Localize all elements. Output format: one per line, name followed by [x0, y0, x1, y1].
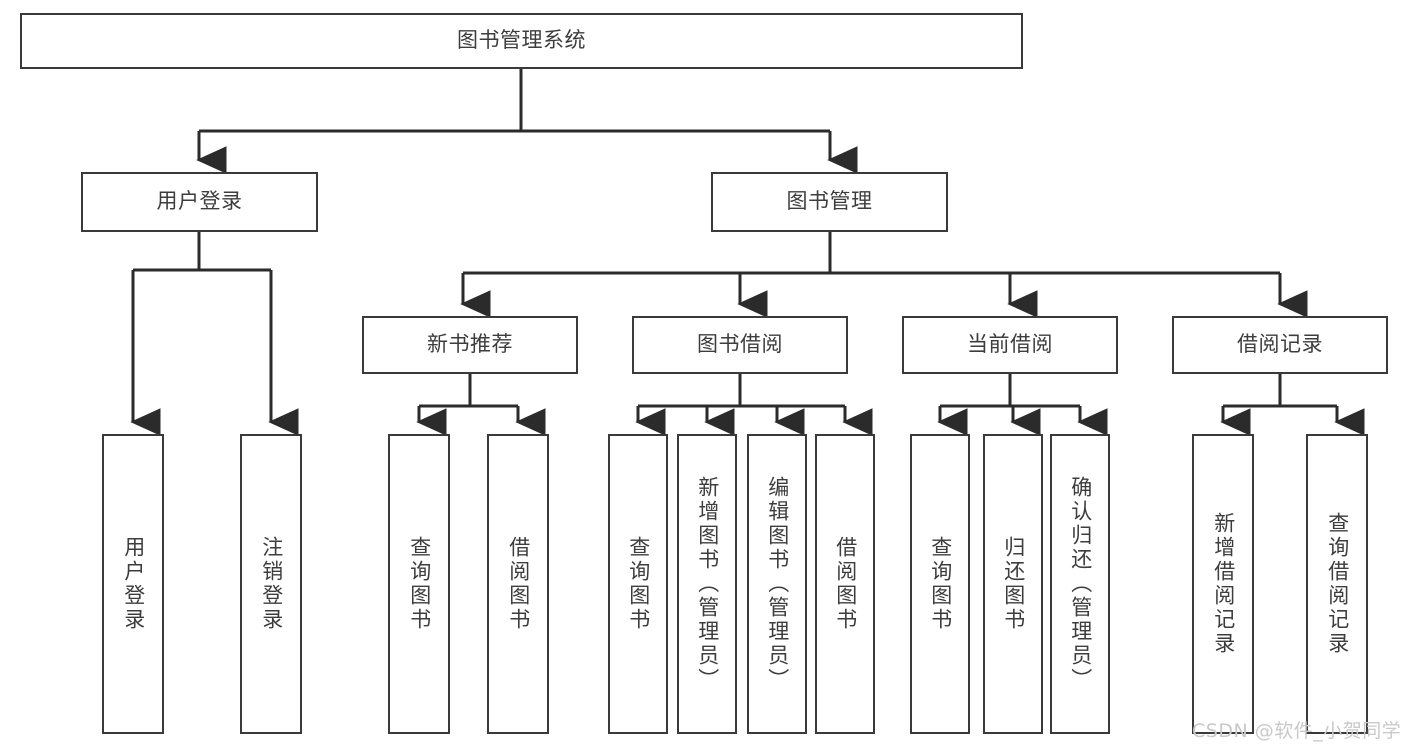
level2-node-1[interactable]: 图书管理	[711, 172, 948, 232]
leaf-node-12[interactable]: 查询借阅记录	[1306, 434, 1368, 734]
level3-node-1[interactable]: 图书借阅	[632, 316, 848, 374]
leaf-node-6[interactable]: 编辑图书（管理员）	[747, 434, 807, 734]
leaf-node-6-label: 编辑图书（管理员）	[765, 476, 790, 692]
leaf-node-12-label: 查询借阅记录	[1325, 512, 1350, 656]
leaf-node-9-label: 归还图书	[1001, 536, 1026, 632]
root-node-system-label: 图书管理系统	[457, 28, 586, 53]
leaf-node-9[interactable]: 归还图书	[983, 434, 1043, 734]
level3-node-3[interactable]: 借阅记录	[1172, 316, 1388, 374]
level3-node-2[interactable]: 当前借阅	[902, 316, 1118, 374]
leaf-node-5[interactable]: 新增图书（管理员）	[677, 434, 737, 734]
leaf-node-3[interactable]: 借阅图书	[487, 434, 549, 734]
root-node-system[interactable]: 图书管理系统	[20, 13, 1023, 69]
leaf-node-11[interactable]: 新增借阅记录	[1192, 434, 1254, 734]
level2-node-0[interactable]: 用户登录	[81, 172, 318, 232]
level3-node-3-label: 借阅记录	[1237, 332, 1323, 357]
leaf-node-1-label: 注销登录	[259, 536, 284, 632]
leaf-node-8-label: 查询图书	[928, 536, 953, 632]
leaf-node-7-label: 借阅图书	[833, 536, 858, 632]
leaf-node-0-label: 用户登录	[121, 536, 146, 632]
leaf-node-10[interactable]: 确认归还（管理员）	[1050, 434, 1110, 734]
leaf-node-7[interactable]: 借阅图书	[815, 434, 875, 734]
leaf-node-5-label: 新增图书（管理员）	[695, 476, 720, 692]
level3-node-2-label: 当前借阅	[967, 332, 1053, 357]
level2-node-0-label: 用户登录	[156, 189, 243, 214]
leaf-node-3-label: 借阅图书	[506, 536, 531, 632]
leaf-node-4-label: 查询图书	[626, 536, 651, 632]
level3-node-1-label: 图书借阅	[697, 332, 783, 357]
leaf-node-2[interactable]: 查询图书	[388, 434, 450, 734]
leaf-node-8[interactable]: 查询图书	[910, 434, 970, 734]
leaf-node-11-label: 新增借阅记录	[1211, 512, 1236, 656]
leaf-node-0[interactable]: 用户登录	[102, 434, 164, 734]
leaf-node-4[interactable]: 查询图书	[608, 434, 668, 734]
level3-node-0-label: 新书推荐	[427, 332, 513, 357]
level3-node-0[interactable]: 新书推荐	[362, 316, 578, 374]
level2-node-1-label: 图书管理	[786, 189, 873, 214]
leaf-node-10-label: 确认归还（管理员）	[1068, 476, 1093, 692]
leaf-node-1[interactable]: 注销登录	[240, 434, 302, 734]
leaf-node-2-label: 查询图书	[407, 536, 432, 632]
